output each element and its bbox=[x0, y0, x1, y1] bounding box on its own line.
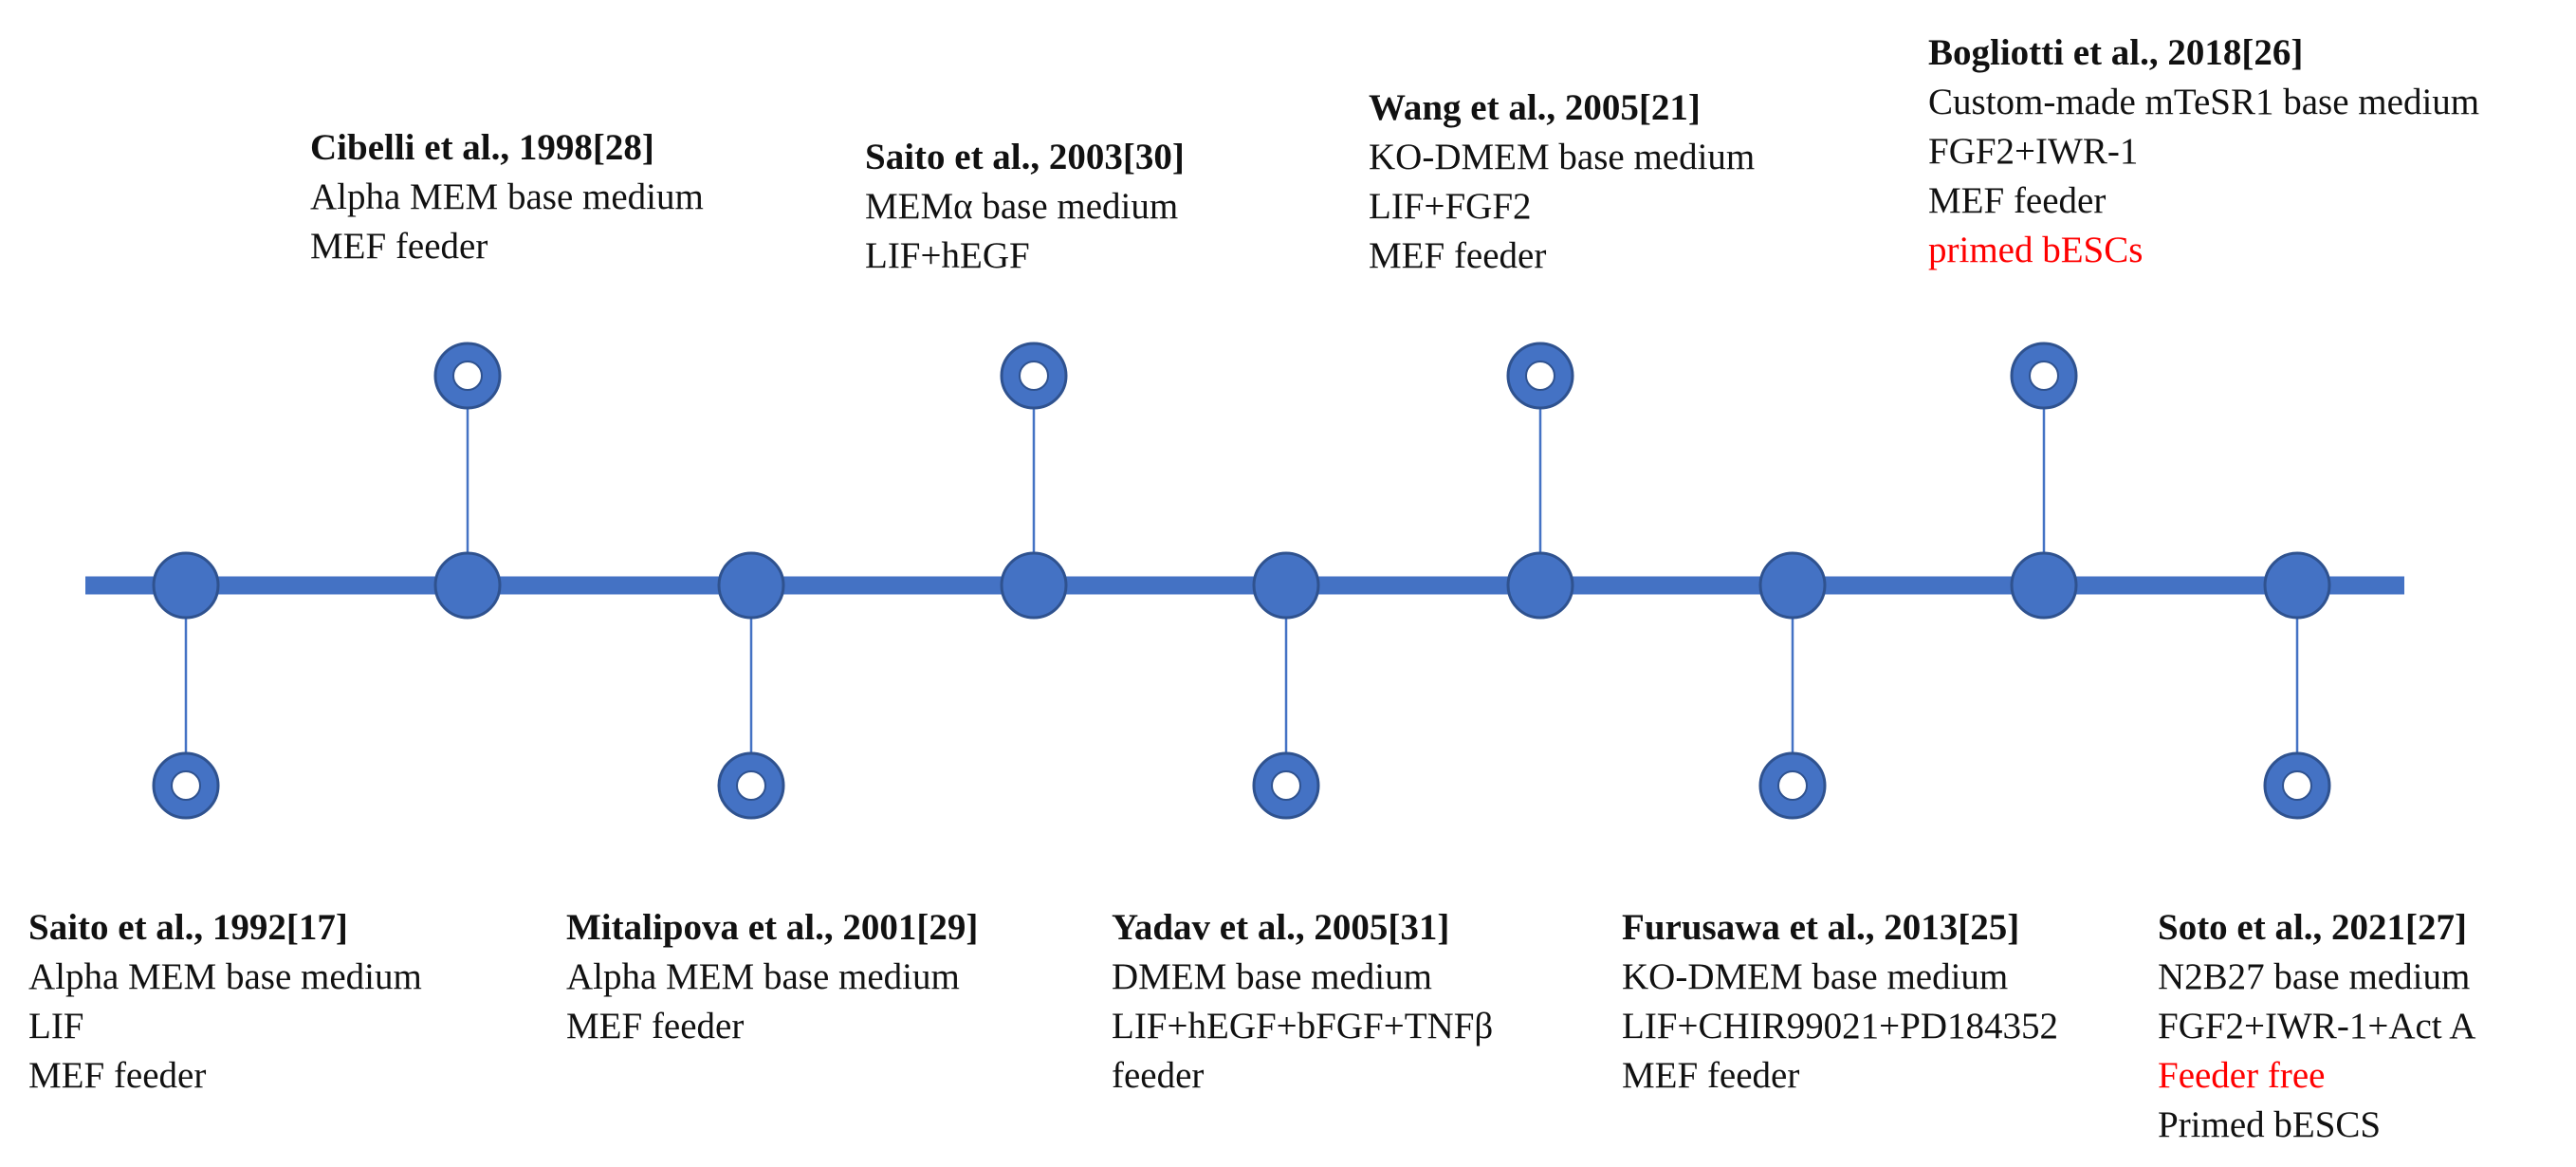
marker-ring-hole bbox=[171, 770, 201, 801]
timeline-node bbox=[717, 551, 785, 620]
timeline-node bbox=[152, 551, 220, 620]
event-detail-line: MEF feeder bbox=[28, 1055, 207, 1096]
event-detail-line: Alpha MEM base medium bbox=[566, 956, 960, 997]
event-detail-line: feeder bbox=[1112, 1055, 1205, 1096]
event-title: Saito et al., 2003[30] bbox=[865, 137, 1185, 177]
event-saito-1992: Saito et al., 1992[17] Alpha MEM base me… bbox=[28, 903, 422, 1101]
event-title: Furusawa et al., 2013[25] bbox=[1622, 907, 2020, 948]
event-title: Cibelli et al., 1998[28] bbox=[310, 127, 654, 168]
timeline-node bbox=[1506, 551, 1574, 620]
event-title: Mitalipova et al., 2001[29] bbox=[566, 907, 979, 948]
event-detail-line: MEF feeder bbox=[310, 226, 488, 267]
event-title: Wang et al., 2005[21] bbox=[1369, 87, 1701, 128]
event-title: Yadav et al., 2005[31] bbox=[1112, 907, 1450, 948]
marker-ring-hole bbox=[736, 770, 766, 801]
event-title: Bogliotti et al., 2018[26] bbox=[1928, 32, 2304, 73]
event-detail-line: Alpha MEM base medium bbox=[310, 176, 704, 217]
event-detail-line: DMEM base medium bbox=[1112, 956, 1432, 997]
event-saito-2003: Saito et al., 2003[30] MEMα base medium … bbox=[865, 133, 1185, 281]
event-detail-line: MEF feeder bbox=[566, 1006, 745, 1047]
marker-ring-hole bbox=[1525, 361, 1555, 391]
timeline-node bbox=[433, 551, 502, 620]
event-detail-line: Primed bESCS bbox=[2158, 1104, 2382, 1145]
event-detail-line: MEF feeder bbox=[1369, 235, 1547, 276]
event-detail-line: LIF+hEGF+bFGF+TNFβ bbox=[1112, 1006, 1494, 1047]
event-detail-line: FGF2+IWR-1+Act A bbox=[2158, 1006, 2476, 1047]
event-title: Saito et al., 1992[17] bbox=[28, 907, 348, 948]
event-detail-line: Custom-made mTeSR1 base medium bbox=[1928, 82, 2480, 122]
event-wang-2005: Wang et al., 2005[21] KO-DMEM base mediu… bbox=[1369, 83, 1755, 281]
event-detail-line: LIF bbox=[28, 1006, 84, 1047]
event-yadav-2005: Yadav et al., 2005[31] DMEM base medium … bbox=[1112, 903, 1493, 1101]
event-detail-line-highlighted: primed bESCs bbox=[1928, 230, 2144, 270]
event-detail-line: N2B27 base medium bbox=[2158, 956, 2471, 997]
event-detail-line: KO-DMEM base medium bbox=[1369, 137, 1756, 177]
timeline-node bbox=[1758, 551, 1827, 620]
marker-ring-hole bbox=[2282, 770, 2312, 801]
event-detail-line: MEF feeder bbox=[1928, 180, 2107, 221]
event-detail-line: LIF+CHIR99021+PD184352 bbox=[1622, 1006, 2059, 1047]
event-title: Soto et al., 2021[27] bbox=[2158, 907, 2468, 948]
event-detail-line: LIF+FGF2 bbox=[1369, 186, 1532, 227]
marker-ring-hole bbox=[1271, 770, 1301, 801]
event-detail-line: FGF2+IWR-1 bbox=[1928, 131, 2139, 172]
event-furusawa-2013: Furusawa et al., 2013[25] KO-DMEM base m… bbox=[1622, 903, 2058, 1101]
timeline-node bbox=[1252, 551, 1320, 620]
marker-ring-hole bbox=[452, 361, 483, 391]
event-detail-line: MEMα base medium bbox=[865, 186, 1179, 227]
marker-ring-hole bbox=[2029, 361, 2059, 391]
event-cibelli-1998: Cibelli et al., 1998[28] Alpha MEM base … bbox=[310, 123, 704, 271]
timeline-node bbox=[2263, 551, 2331, 620]
event-detail-line: Alpha MEM base medium bbox=[28, 956, 422, 997]
event-detail-line-highlighted: Feeder free bbox=[2158, 1055, 2326, 1096]
event-detail-line: KO-DMEM base medium bbox=[1622, 956, 2009, 997]
event-detail-line: MEF feeder bbox=[1622, 1055, 1800, 1096]
timeline-node bbox=[2010, 551, 2078, 620]
event-bogliotti-2018: Bogliotti et al., 2018[26] Custom-made m… bbox=[1928, 28, 2479, 275]
marker-ring-hole bbox=[1019, 361, 1049, 391]
marker-ring-hole bbox=[1777, 770, 1808, 801]
event-mitalipova-2001: Mitalipova et al., 2001[29] Alpha MEM ba… bbox=[566, 903, 978, 1051]
timeline-node bbox=[1000, 551, 1068, 620]
event-detail-line: LIF+hEGF bbox=[865, 235, 1030, 276]
event-soto-2021: Soto et al., 2021[27] N2B27 base medium … bbox=[2158, 903, 2475, 1150]
